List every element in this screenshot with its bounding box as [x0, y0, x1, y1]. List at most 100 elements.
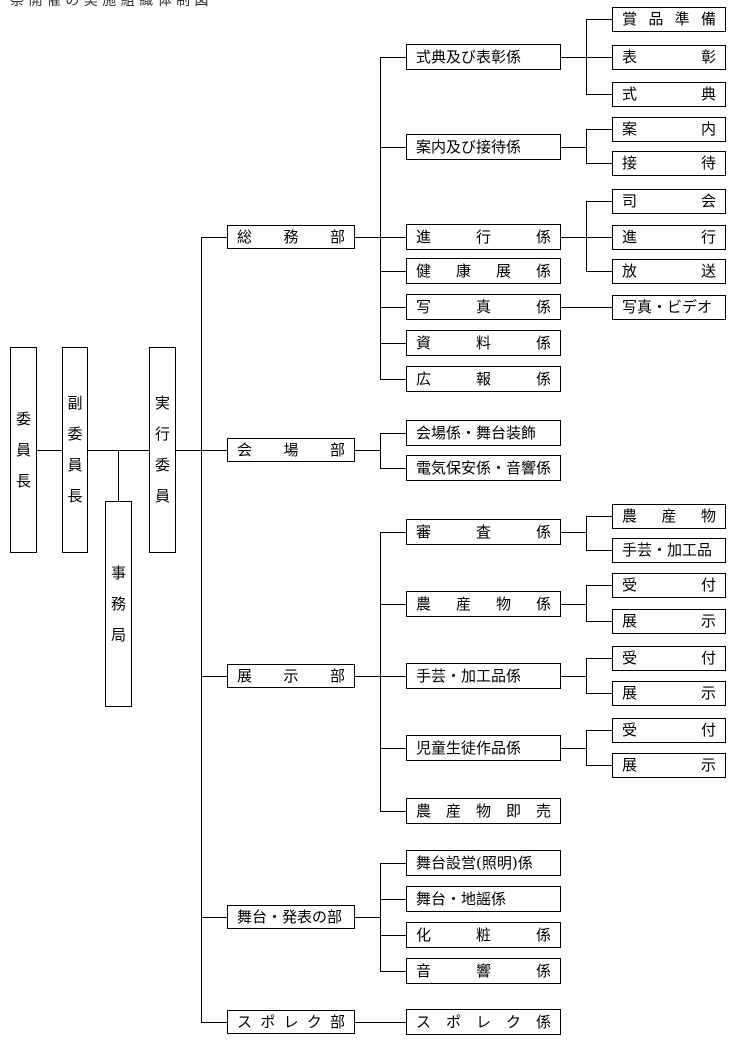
unit-connector: [586, 57, 612, 58]
unit-connector: [586, 765, 612, 766]
section-box-label: 写真係: [416, 297, 551, 316]
unit-connector: [586, 550, 612, 551]
unit-box: 案内: [612, 116, 726, 142]
section-box-label: 式典及び表彰係: [416, 47, 522, 66]
section-connector: [380, 237, 406, 238]
unit-box-label: 放送: [622, 261, 716, 280]
unit-box: 進行: [612, 224, 726, 250]
department-to-section-line: [355, 450, 380, 451]
section-box: 案内及び接待係: [406, 134, 561, 160]
section-box-label: 審査係: [416, 522, 551, 541]
section-connector: [380, 899, 406, 900]
unit-box: 表彰: [612, 44, 726, 70]
department-connector: [201, 1022, 227, 1023]
department-box-label: 展示部: [237, 666, 345, 685]
section-connector: [380, 307, 406, 308]
unit-trunk-line: [586, 201, 587, 272]
section-box-label: 進行係: [416, 227, 551, 246]
section-box: 化粧係: [406, 922, 561, 948]
section-box-label: 資料係: [416, 333, 551, 352]
section-box: 進行係: [406, 224, 561, 250]
section-box-label: 農産物即売: [416, 801, 551, 820]
section-connector: [380, 468, 406, 469]
unit-box: 接待: [612, 150, 726, 176]
unit-box: 受付: [612, 572, 726, 598]
section-box: 音響係: [406, 958, 561, 984]
section-to-unit-line: [561, 57, 586, 58]
department-box: 展示部: [227, 664, 355, 688]
section-trunk-line: [380, 433, 381, 469]
unit-connector: [586, 516, 612, 517]
section-connector: [380, 271, 406, 272]
section-box-label: 広報係: [416, 369, 551, 388]
section-connector: [380, 811, 406, 812]
unit-trunk-line: [586, 658, 587, 694]
section-to-unit-line: [561, 604, 586, 605]
unit-box-label: 受付: [622, 648, 716, 667]
unit-connector: [586, 94, 612, 95]
unit-box-label: 農産物: [622, 506, 716, 525]
unit-box-label: 司会: [622, 191, 716, 210]
unit-box-label: 接待: [622, 153, 716, 172]
unit-box: 手芸・加工品: [612, 537, 726, 563]
secretariat-box: 事務局: [105, 501, 132, 707]
connector-line: [118, 450, 119, 501]
section-trunk-line: [380, 532, 381, 812]
unit-box-label: 表彰: [622, 47, 716, 66]
department-box-label: 総務部: [237, 227, 345, 246]
section-connector: [380, 863, 406, 864]
unit-connector: [586, 307, 612, 308]
section-connector: [380, 343, 406, 344]
unit-box: 農産物: [612, 503, 726, 529]
unit-connector: [586, 163, 612, 164]
unit-box: 司会: [612, 188, 726, 214]
section-trunk-line: [380, 57, 381, 380]
main-trunk-line: [201, 237, 202, 1023]
department-to-section-line: [355, 237, 380, 238]
unit-connector: [586, 658, 612, 659]
section-box: 会場係・舞台装飾: [406, 420, 561, 446]
unit-connector: [586, 271, 612, 272]
department-to-section-line: [355, 676, 380, 677]
unit-trunk-line: [586, 585, 587, 622]
section-box-label: 音響係: [416, 961, 551, 980]
section-connector: [380, 1022, 406, 1023]
department-box-label: 舞台・発表の部: [237, 907, 343, 926]
section-connector: [380, 379, 406, 380]
section-box: スポレク係: [406, 1009, 561, 1035]
section-box: 健康展係: [406, 258, 561, 284]
section-box: 舞台・地謡係: [406, 886, 561, 912]
section-box-label: 会場係・舞台装飾: [416, 423, 537, 442]
section-trunk-line: [380, 863, 381, 972]
unit-connector: [586, 237, 612, 238]
department-connector: [201, 917, 227, 918]
unit-connector: [586, 585, 612, 586]
unit-connector: [586, 693, 612, 694]
unit-box-label: 手芸・加工品: [622, 540, 713, 559]
department-to-section-line: [355, 1022, 380, 1023]
section-box: 資料係: [406, 330, 561, 356]
unit-box: 受付: [612, 717, 726, 743]
section-box: 電気保安係・音響係: [406, 455, 561, 481]
unit-trunk-line: [586, 516, 587, 551]
section-box: 写真係: [406, 294, 561, 320]
section-box-label: 案内及び接待係: [416, 137, 522, 156]
unit-box: 式典: [612, 81, 726, 107]
chairman-box: 委員長: [10, 347, 37, 553]
department-connector: [201, 676, 227, 677]
section-box-label: 電気保安係・音響係: [416, 458, 552, 477]
section-box-label: 手芸・加工品係: [416, 666, 522, 685]
department-box-label: 会場部: [237, 440, 345, 459]
section-connector: [380, 532, 406, 533]
section-box: 農産物係: [406, 591, 561, 617]
department-connector: [201, 450, 227, 451]
department-box-label: スポレク部: [237, 1012, 345, 1031]
unit-connector: [586, 129, 612, 130]
unit-box: 展示: [612, 752, 726, 778]
unit-box-label: 式典: [622, 84, 716, 103]
unit-box: 放送: [612, 258, 726, 284]
unit-box-label: 展示: [622, 755, 716, 774]
section-connector: [380, 748, 406, 749]
unit-box-label: 写真・ビデオ: [622, 297, 713, 316]
